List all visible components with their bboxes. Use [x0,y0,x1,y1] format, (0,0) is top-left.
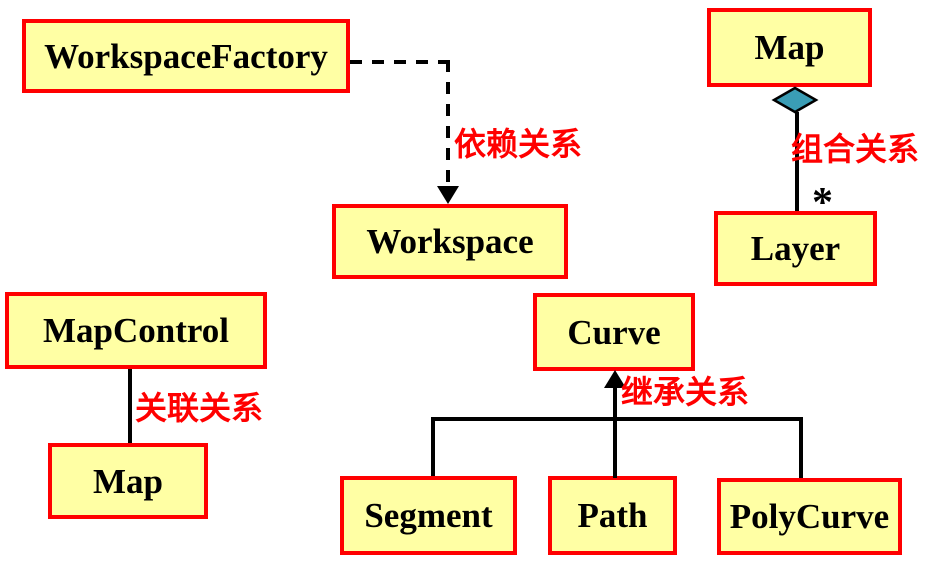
class-name-workspacefactory: WorkspaceFactory [44,36,328,76]
composition-diamond-icon [771,86,819,114]
class-box-path: Path [548,476,677,555]
dependency-line-horizontal [350,60,450,64]
class-name-segment: Segment [364,496,493,535]
class-box-curve: Curve [533,293,695,371]
dependency-relation-label: 依赖关系 [454,126,583,162]
association-line [128,369,132,443]
inheritance-arrowhead-icon [604,370,626,388]
inheritance-branch-polycurve [799,421,803,478]
inheritance-relation-label: 继承关系 [621,374,750,410]
class-box-map-bottom: Map [48,443,208,519]
composition-relation-label: 组合关系 [791,131,920,167]
class-name-map-top: Map [754,28,825,67]
dependency-line-vertical [446,60,450,188]
class-box-segment: Segment [340,476,517,555]
class-box-workspace: Workspace [332,204,568,279]
composition-line [795,112,799,211]
class-box-workspacefactory: WorkspaceFactory [22,19,350,93]
class-name-path: Path [577,496,648,535]
class-box-mapcontrol: MapControl [5,292,267,369]
inheritance-branch-segment [431,421,435,476]
class-box-polycurve: PolyCurve [717,478,902,555]
composition-multiplicity: * [812,180,833,226]
class-box-map-top: Map [707,8,872,87]
class-box-layer: Layer [714,211,877,286]
association-relation-label: 关联关系 [135,390,264,426]
dependency-arrowhead-icon [437,186,459,204]
class-name-layer: Layer [750,229,841,268]
inheritance-bus-line [431,417,803,421]
class-name-map-bottom: Map [93,461,163,501]
class-name-workspace: Workspace [366,222,534,261]
class-name-curve: Curve [567,312,661,352]
class-name-mapcontrol: MapControl [42,311,230,350]
class-name-polycurve: PolyCurve [729,497,890,536]
inheritance-trunk-line [613,386,617,478]
